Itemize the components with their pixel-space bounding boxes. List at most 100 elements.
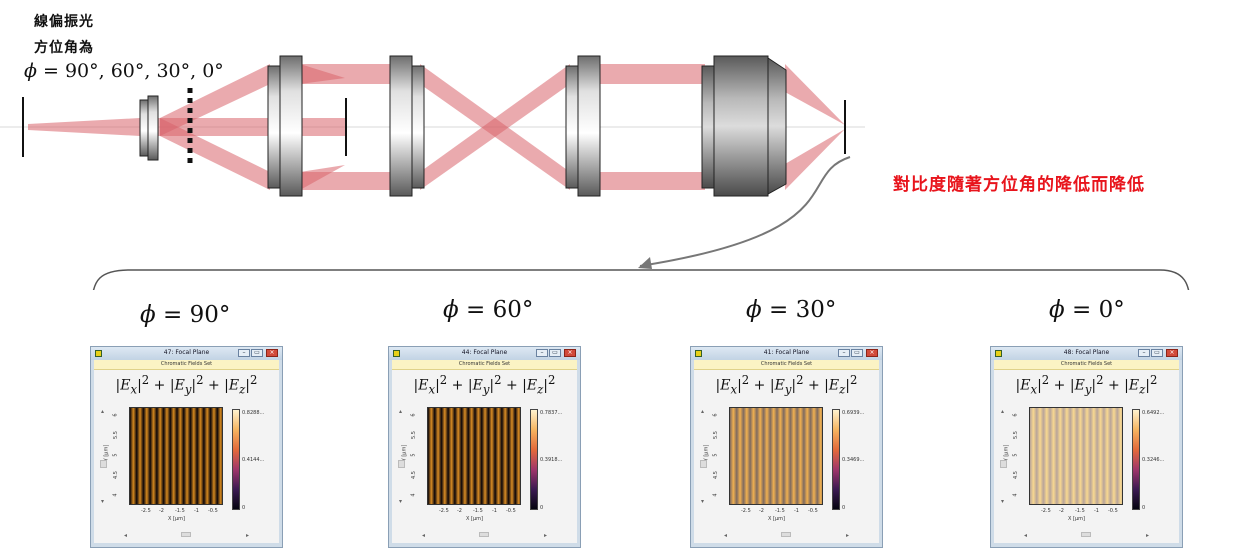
side-scroll-thumb[interactable] <box>1000 460 1007 468</box>
intensity-plot[interactable] <box>427 407 521 505</box>
window-titlebar[interactable]: 47: Focal Plane – ▭ × <box>91 347 282 360</box>
window-titlebar[interactable]: 41: Focal Plane – ▭ × <box>691 347 882 360</box>
scroll-left-icon[interactable]: ◂ <box>724 532 728 539</box>
colorbar-max: 0.6492... <box>1142 410 1165 416</box>
y-tick: 5.5 <box>712 431 719 439</box>
restore-button[interactable]: ▭ <box>1151 349 1163 357</box>
scroll-up-icon[interactable]: ▴ <box>101 408 105 415</box>
side-scroll-thumb[interactable] <box>398 460 405 468</box>
y-axis-label: Y [µm] <box>401 444 408 462</box>
focal-plane-window-2[interactable]: 41: Focal Plane – ▭ × Chromatic Fields S… <box>690 346 883 548</box>
contrast-note: 對比度隨著方位角的降低而降低 <box>893 175 1145 195</box>
x-tick: -1.5 <box>775 508 785 514</box>
scroll-left-icon[interactable]: ◂ <box>124 532 128 539</box>
colorbar-max: 0.6939... <box>842 410 865 416</box>
scroll-down-icon[interactable]: ▾ <box>101 498 105 505</box>
window-client-area: Chromatic Fields Set |Ex|2 + |Ey|2 + |Ez… <box>994 360 1179 543</box>
scroll-right-icon[interactable]: ▸ <box>543 532 547 539</box>
minimize-button[interactable]: – <box>536 349 548 357</box>
x-tick: -1 <box>1094 508 1099 514</box>
intensity-plot[interactable] <box>729 407 823 505</box>
window-title: 41: Focal Plane <box>763 349 810 356</box>
scroll-right-icon[interactable]: ▸ <box>845 532 849 539</box>
scroll-up-icon[interactable]: ▴ <box>1001 408 1005 415</box>
horizontal-scrollbar[interactable] <box>428 532 541 537</box>
colorbar <box>1132 409 1140 510</box>
minimize-button[interactable]: – <box>838 349 850 357</box>
y-tick: 4.5 <box>1012 471 1019 479</box>
colorbar-min: 0 <box>842 505 846 511</box>
close-button[interactable]: × <box>866 349 878 357</box>
x-axis-label: X [µm] <box>1068 516 1085 522</box>
horizontal-scrollbar[interactable] <box>130 532 243 537</box>
horizontal-scrollbar[interactable] <box>730 532 843 537</box>
y-tick: 6 <box>410 413 417 417</box>
restore-button[interactable]: ▭ <box>549 349 561 357</box>
horizontal-scrollbar[interactable] <box>1030 532 1143 537</box>
subtitle-bar: Chromatic Fields Set <box>392 360 577 370</box>
app-icon <box>695 350 702 357</box>
window-titlebar[interactable]: 48: Focal Plane – ▭ × <box>991 347 1182 360</box>
x-tick: -0.5 <box>506 508 516 514</box>
header-line-2: 方位角為 <box>34 40 94 56</box>
y-tick: 4 <box>112 493 119 497</box>
scroll-right-icon[interactable]: ▸ <box>1145 532 1149 539</box>
window-title: 47: Focal Plane <box>163 349 210 356</box>
intensity-formula: |Ex|2 + |Ey|2 + |Ez|2 <box>413 373 556 397</box>
restore-button[interactable]: ▭ <box>851 349 863 357</box>
x-tick: -2.5 <box>741 508 751 514</box>
scroll-down-icon[interactable]: ▾ <box>1001 498 1005 505</box>
scroll-thumb[interactable] <box>780 532 791 537</box>
scroll-thumb[interactable] <box>180 532 191 537</box>
subtitle-bar: Chromatic Fields Set <box>694 360 879 370</box>
scroll-down-icon[interactable]: ▾ <box>701 498 705 505</box>
angle-label-60: ϕ = 60° <box>443 297 534 323</box>
x-tick: -1 <box>194 508 199 514</box>
scroll-thumb[interactable] <box>1080 532 1091 537</box>
y-axis-label: Y [µm] <box>703 444 710 462</box>
y-tick: 4.5 <box>712 471 719 479</box>
arrow-head-icon <box>638 257 652 269</box>
angle-label-90: ϕ = 90° <box>140 302 231 328</box>
app-icon <box>995 350 1002 357</box>
side-scroll-thumb[interactable] <box>100 460 107 468</box>
side-scroll-thumb[interactable] <box>700 460 707 468</box>
y-tick: 5.5 <box>410 431 417 439</box>
intensity-plot[interactable] <box>1029 407 1123 505</box>
scroll-up-icon[interactable]: ▴ <box>701 408 705 415</box>
window-titlebar[interactable]: 44: Focal Plane – ▭ × <box>389 347 580 360</box>
focal-plane-window-3[interactable]: 48: Focal Plane – ▭ × Chromatic Fields S… <box>990 346 1183 548</box>
window-title: 44: Focal Plane <box>461 349 508 356</box>
colorbar-min: 0 <box>540 505 544 511</box>
scroll-right-icon[interactable]: ▸ <box>245 532 249 539</box>
close-button[interactable]: × <box>266 349 278 357</box>
lens-2 <box>389 55 425 197</box>
scroll-left-icon[interactable]: ◂ <box>422 532 426 539</box>
focal-plane-window-0[interactable]: 47: Focal Plane – ▭ × Chromatic Fields S… <box>90 346 283 548</box>
y-axis-label: Y [µm] <box>103 444 110 462</box>
focal-plane-window-1[interactable]: 44: Focal Plane – ▭ × Chromatic Fields S… <box>388 346 581 548</box>
minimize-button[interactable]: – <box>238 349 250 357</box>
scroll-thumb[interactable] <box>478 532 489 537</box>
y-tick: 5.5 <box>1012 431 1019 439</box>
y-tick: 5 <box>1012 453 1019 457</box>
polarizer <box>139 95 159 161</box>
colorbar-max: 0.8288... <box>242 410 265 416</box>
minimize-button[interactable]: – <box>1138 349 1150 357</box>
colorbar <box>232 409 240 510</box>
x-tick: -2.5 <box>1041 508 1051 514</box>
close-button[interactable]: × <box>564 349 576 357</box>
scroll-up-icon[interactable]: ▴ <box>399 408 403 415</box>
intensity-plot[interactable] <box>129 407 223 505</box>
restore-button[interactable]: ▭ <box>251 349 263 357</box>
x-tick: -1.5 <box>1075 508 1085 514</box>
app-icon <box>95 350 102 357</box>
y-tick: 6 <box>712 413 719 417</box>
objective-lens <box>701 55 787 197</box>
scroll-left-icon[interactable]: ◂ <box>1024 532 1028 539</box>
intensity-formula: |Ex|2 + |Ey|2 + |Ez|2 <box>1015 373 1158 397</box>
x-tick: -0.5 <box>808 508 818 514</box>
scroll-down-icon[interactable]: ▾ <box>399 498 403 505</box>
x-tick: -0.5 <box>1108 508 1118 514</box>
close-button[interactable]: × <box>1166 349 1178 357</box>
